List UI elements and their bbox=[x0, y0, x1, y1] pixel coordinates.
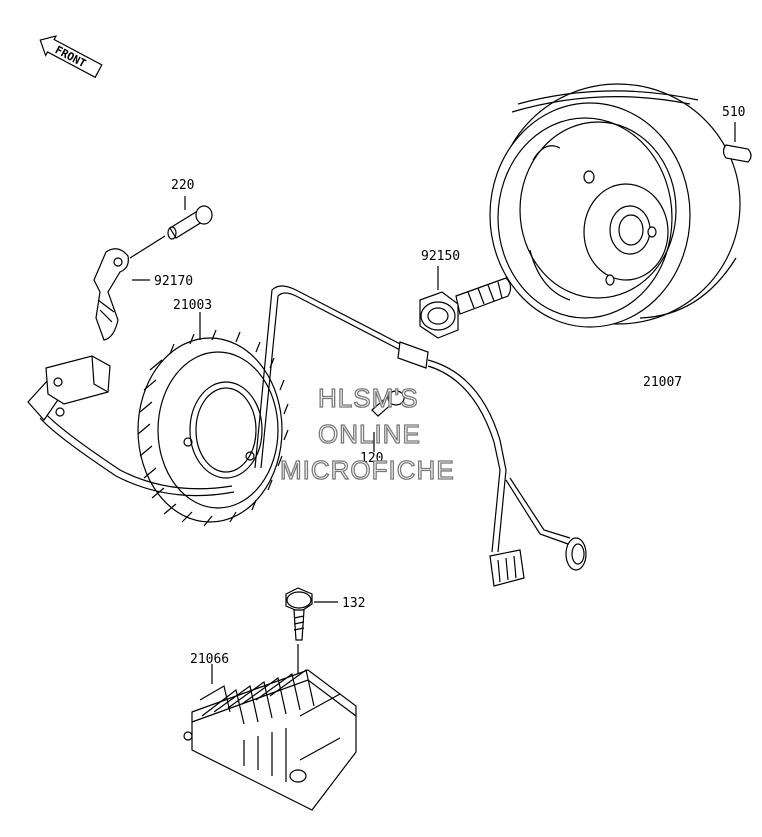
woodruff-key bbox=[722, 122, 752, 163]
flywheel-bolt bbox=[419, 266, 512, 339]
rotor-flywheel bbox=[489, 83, 741, 328]
regulator-bolt bbox=[285, 587, 338, 770]
stator-screw bbox=[371, 390, 405, 452]
part-label-92150: 92150 bbox=[421, 249, 460, 264]
part-label-120: 120 bbox=[360, 451, 383, 466]
bracket-bolt bbox=[129, 196, 213, 259]
front-label: FRONT bbox=[53, 43, 89, 70]
part-label-21066: 21066 bbox=[190, 652, 229, 667]
part-label-220: 220 bbox=[171, 178, 194, 193]
voltage-regulator bbox=[183, 664, 357, 811]
watermark-line-3: MICROFICHE bbox=[280, 455, 455, 485]
part-label-510: 510 bbox=[722, 105, 745, 120]
front-arrow-icon: FRONT bbox=[39, 35, 103, 79]
part-label-132: 132 bbox=[342, 596, 365, 611]
wire-clamp-bracket bbox=[93, 248, 150, 341]
part-label-21003: 21003 bbox=[173, 298, 212, 313]
wire-harness bbox=[27, 285, 587, 587]
watermark-line-1: HLSM'S bbox=[318, 383, 419, 413]
stator-coil bbox=[137, 312, 289, 527]
part-label-92170: 92170 bbox=[154, 274, 193, 289]
watermark-line-2: ONLINE bbox=[318, 419, 421, 449]
part-label-21007: 21007 bbox=[643, 375, 682, 390]
